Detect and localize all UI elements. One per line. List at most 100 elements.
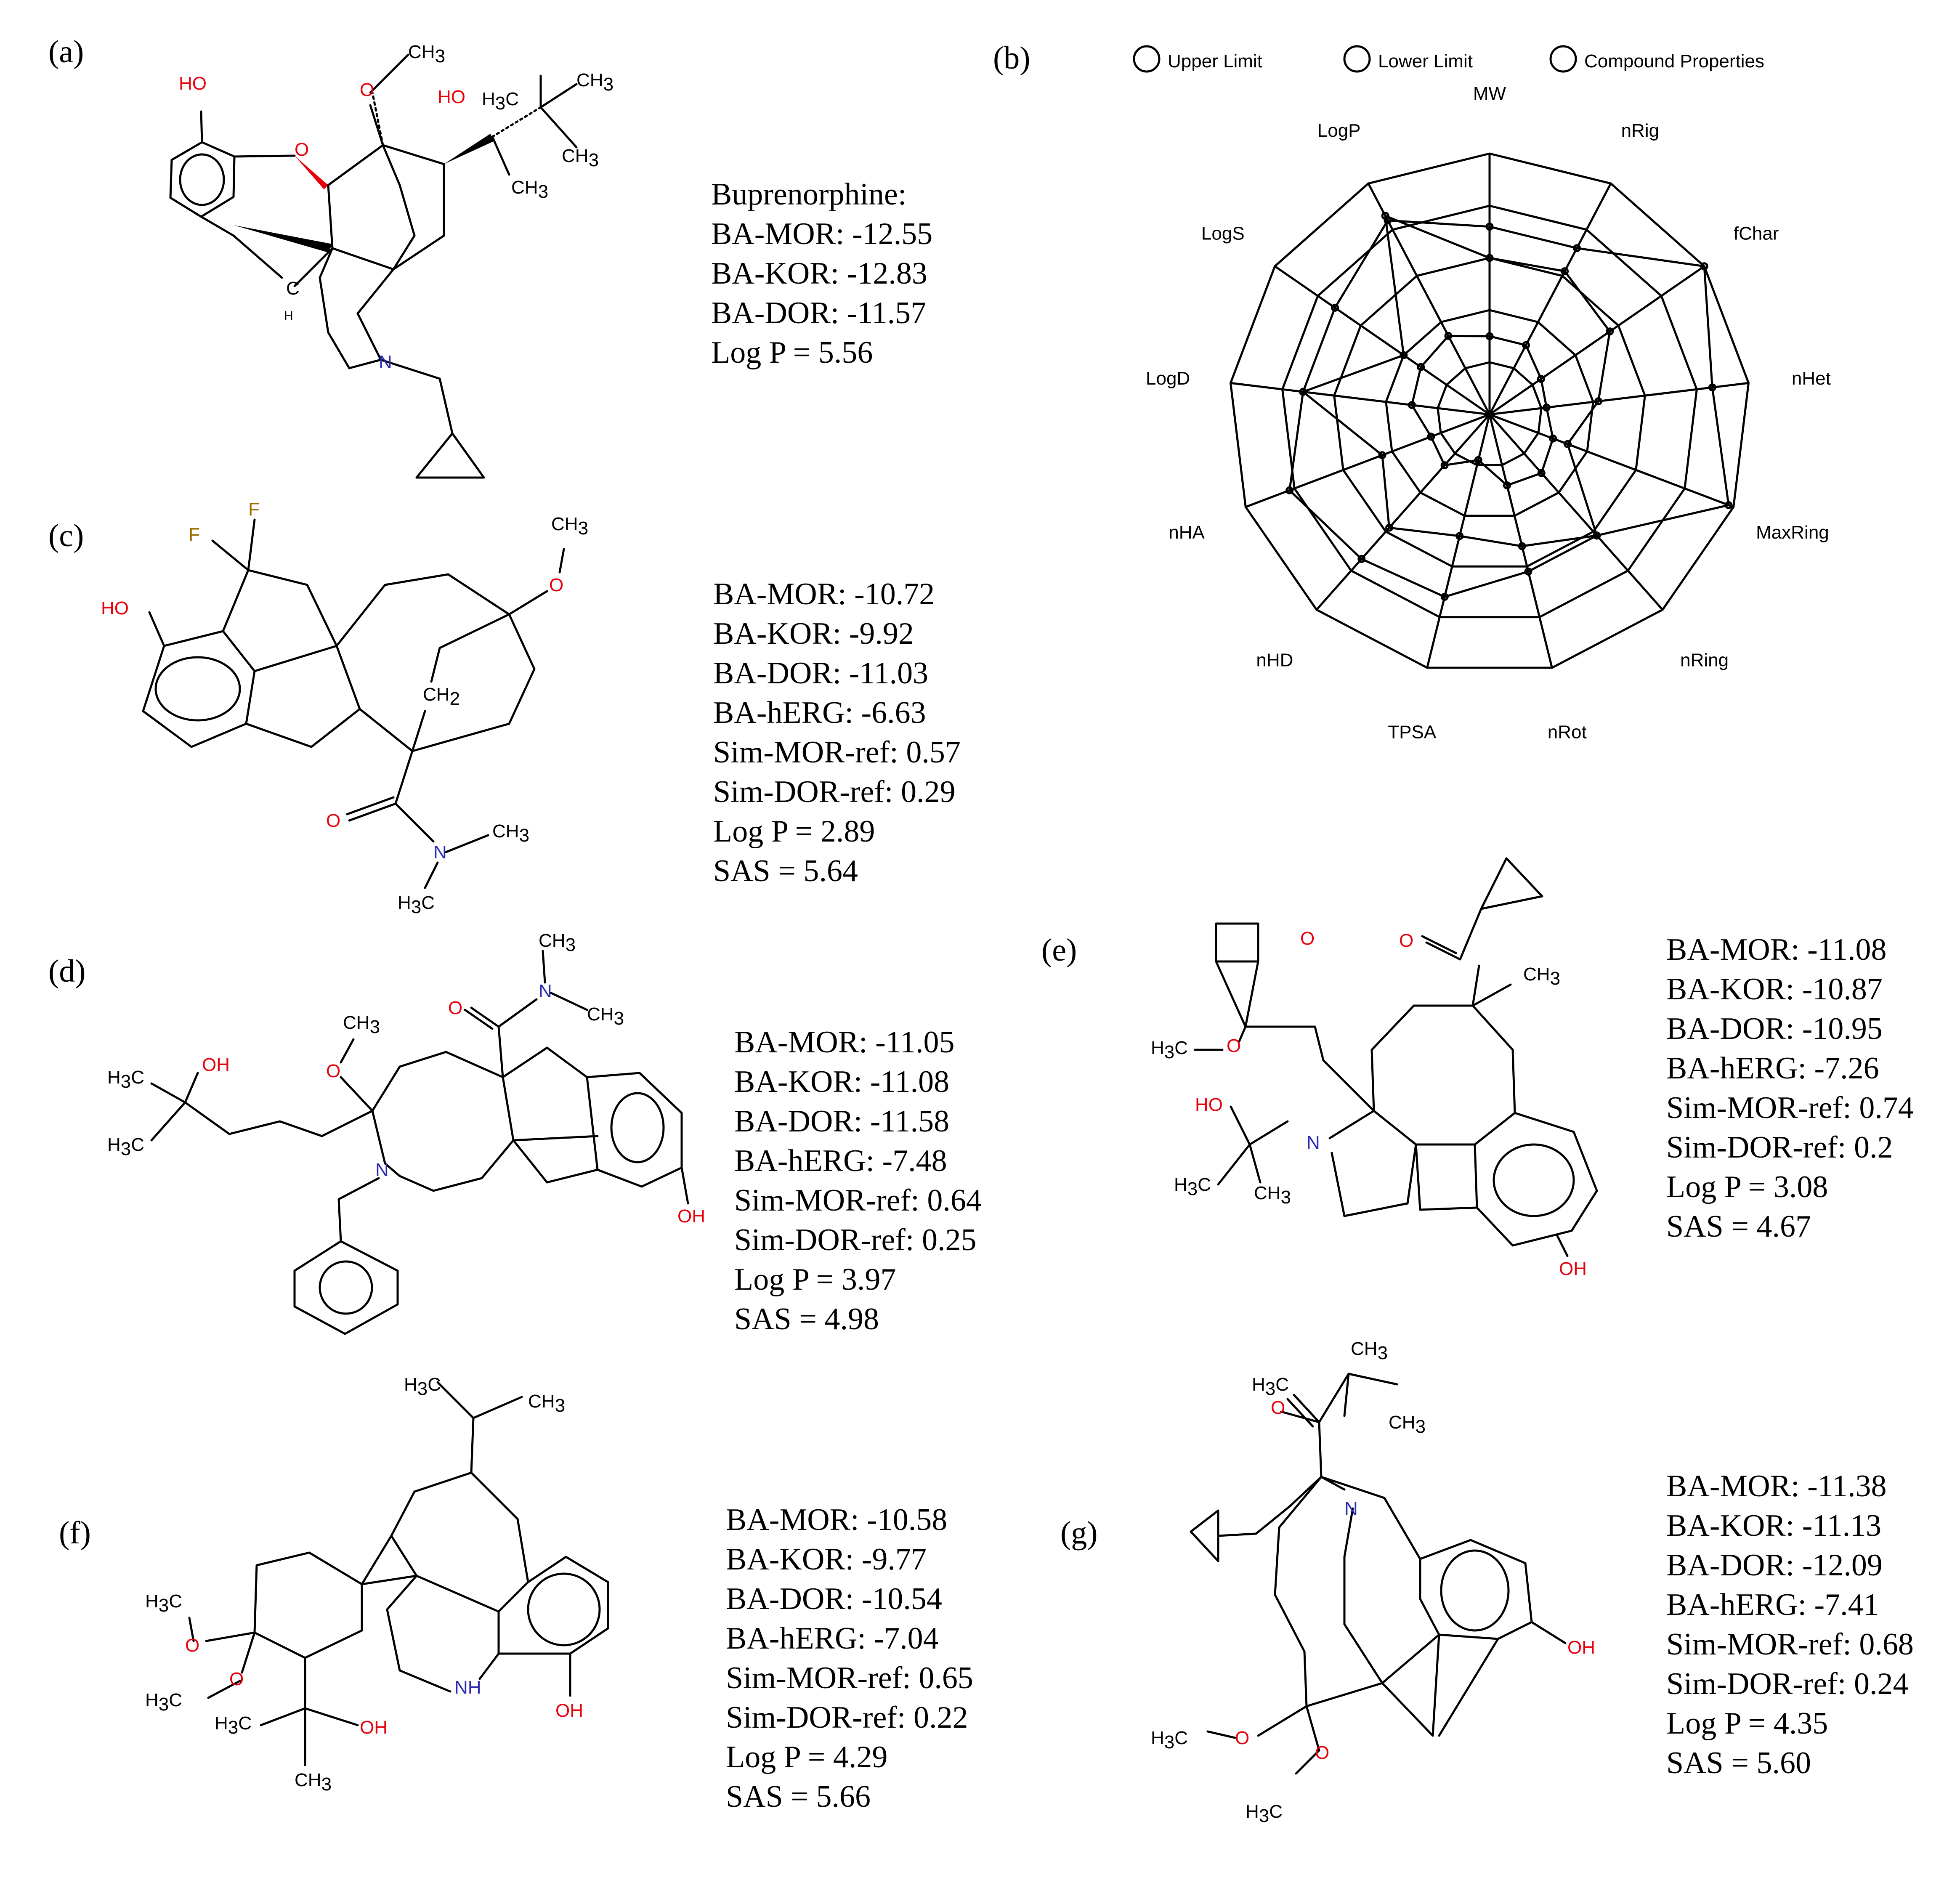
property-line: BA-MOR: -10.72: [713, 577, 935, 611]
property-line: BA-MOR: -10.58: [726, 1503, 948, 1537]
atom-label: NH: [454, 1677, 481, 1698]
property-line: SAS = 4.67: [1666, 1209, 1811, 1244]
radar-point: [1331, 303, 1339, 312]
radar-axis-label-nrig: nRig: [1621, 120, 1660, 141]
radar-axis-label-mw: MW: [1473, 83, 1506, 104]
property-line: BA-KOR: -11.08: [734, 1065, 950, 1099]
radar-point: [1485, 332, 1494, 340]
atom-label: CH3: [587, 1004, 624, 1029]
radar-point: [1549, 434, 1557, 443]
property-line: SAS = 4.98: [734, 1302, 879, 1336]
radar-axis-label-maxring: MaxRing: [1756, 522, 1829, 543]
radar-point: [1524, 567, 1532, 576]
atom-label: HO: [438, 87, 465, 107]
atom-label: H3C: [1252, 1374, 1289, 1399]
radar-point: [1503, 481, 1511, 490]
atom-label: O: [295, 139, 309, 160]
property-line: SAS = 5.66: [726, 1779, 871, 1814]
radar-point: [1455, 532, 1464, 540]
property-line: BA-MOR: -11.08: [1666, 932, 1887, 967]
properties-c: BA-MOR: -10.72 BA-KOR: -9.92 BA-DOR: -11…: [713, 574, 961, 891]
legend-swatch-0: [1133, 45, 1161, 73]
radar-grid-ring: [1385, 309, 1594, 517]
atom-label: O: [185, 1635, 199, 1656]
atom-label: N: [1307, 1132, 1320, 1153]
atom-label: H3C: [1174, 1174, 1211, 1199]
radar-grid-ring: [1281, 204, 1698, 619]
atom-label: N: [433, 842, 447, 863]
property-line: BA-DOR: -11.58: [734, 1104, 950, 1139]
radar-point: [1518, 542, 1526, 550]
atom-label: CH3: [1523, 964, 1560, 989]
property-line: BA-MOR: -12.55: [711, 217, 933, 251]
radar-point: [1378, 451, 1386, 459]
radar-point: [1440, 592, 1449, 601]
property-line: Log P = 3.08: [1666, 1170, 1828, 1204]
atom-label: O: [1271, 1397, 1285, 1418]
atom-label: O: [229, 1669, 244, 1689]
property-line: BA-KOR: -10.87: [1666, 972, 1883, 1006]
property-line: BA-DOR: -11.03: [713, 656, 929, 690]
radar-line-compound-properties: [1302, 215, 1611, 547]
radar-axis-label-fchar: fChar: [1734, 223, 1779, 244]
atom-label: N: [539, 981, 552, 1001]
legend-swatch-1: [1343, 45, 1371, 73]
radar-point: [1593, 531, 1601, 540]
property-line: BA-hERG: -7.26: [1666, 1051, 1879, 1086]
atom-label: OH: [202, 1054, 230, 1075]
radar-point: [1427, 433, 1435, 441]
radar-point: [1537, 374, 1545, 383]
atom-label: H3C: [404, 1374, 441, 1399]
atom-label: O: [1227, 1036, 1241, 1056]
atom-label: N: [379, 352, 392, 372]
radar-spoke: [1230, 382, 1491, 416]
radar-point: [1385, 523, 1394, 532]
property-line: BA-DOR: -10.95: [1666, 1012, 1883, 1046]
property-line: BA-KOR: -9.92: [713, 616, 914, 651]
atom-label: OH: [555, 1700, 583, 1721]
property-line: Buprenorphine:: [711, 177, 907, 212]
radar-point: [1381, 212, 1389, 220]
radar-point: [1440, 461, 1449, 470]
panel-label-b: (b): [993, 40, 1030, 76]
radar-point: [1542, 404, 1551, 412]
radar-spoke: [1426, 413, 1491, 669]
atom-label: C: [286, 278, 300, 299]
property-line: BA-hERG: -7.41: [1666, 1588, 1879, 1622]
atom-label: O: [549, 575, 563, 595]
properties-a: Buprenorphine: BA-MOR: -12.55 BA-KOR: -1…: [711, 175, 932, 372]
panel-label-g: (g): [1060, 1515, 1098, 1551]
radar-spoke: [1274, 265, 1491, 416]
panel-label-a: (a): [48, 34, 84, 69]
property-line: Log P = 4.29: [726, 1740, 888, 1774]
radar-spoke: [1488, 265, 1705, 416]
radar-spoke: [1488, 182, 1612, 416]
atom-label: N: [1344, 1498, 1358, 1519]
radar-point: [1299, 388, 1307, 396]
atom-label: OH: [1567, 1637, 1595, 1658]
atom-label: OH: [360, 1717, 388, 1738]
atom-label: CH3: [562, 146, 599, 170]
radar-point: [1537, 469, 1546, 477]
property-line: BA-KOR: -12.83: [711, 256, 927, 291]
radar-point: [1522, 341, 1530, 349]
radar-point: [1357, 555, 1366, 563]
atom-label: OH: [677, 1206, 705, 1227]
radar-axis-label-logd: LogD: [1146, 368, 1190, 389]
properties-f: BA-MOR: -10.58 BA-KOR: -9.77 BA-DOR: -10…: [726, 1500, 973, 1816]
atom-label: H3C: [1151, 1728, 1188, 1753]
atom-label: H: [284, 309, 293, 323]
properties-e: BA-MOR: -11.08 BA-KOR: -10.87 BA-DOR: -1…: [1666, 930, 1914, 1246]
atom-label: H3C: [107, 1067, 144, 1092]
radar-grid-ring: [1333, 257, 1646, 568]
property-line: BA-KOR: -9.77: [726, 1542, 927, 1577]
property-line: Log P = 5.56: [711, 335, 873, 370]
radar-grid-ring: [1437, 361, 1543, 466]
atom-label: CH3: [1389, 1412, 1426, 1437]
radar-point: [1561, 267, 1569, 276]
atom-label: HO: [1195, 1094, 1223, 1115]
